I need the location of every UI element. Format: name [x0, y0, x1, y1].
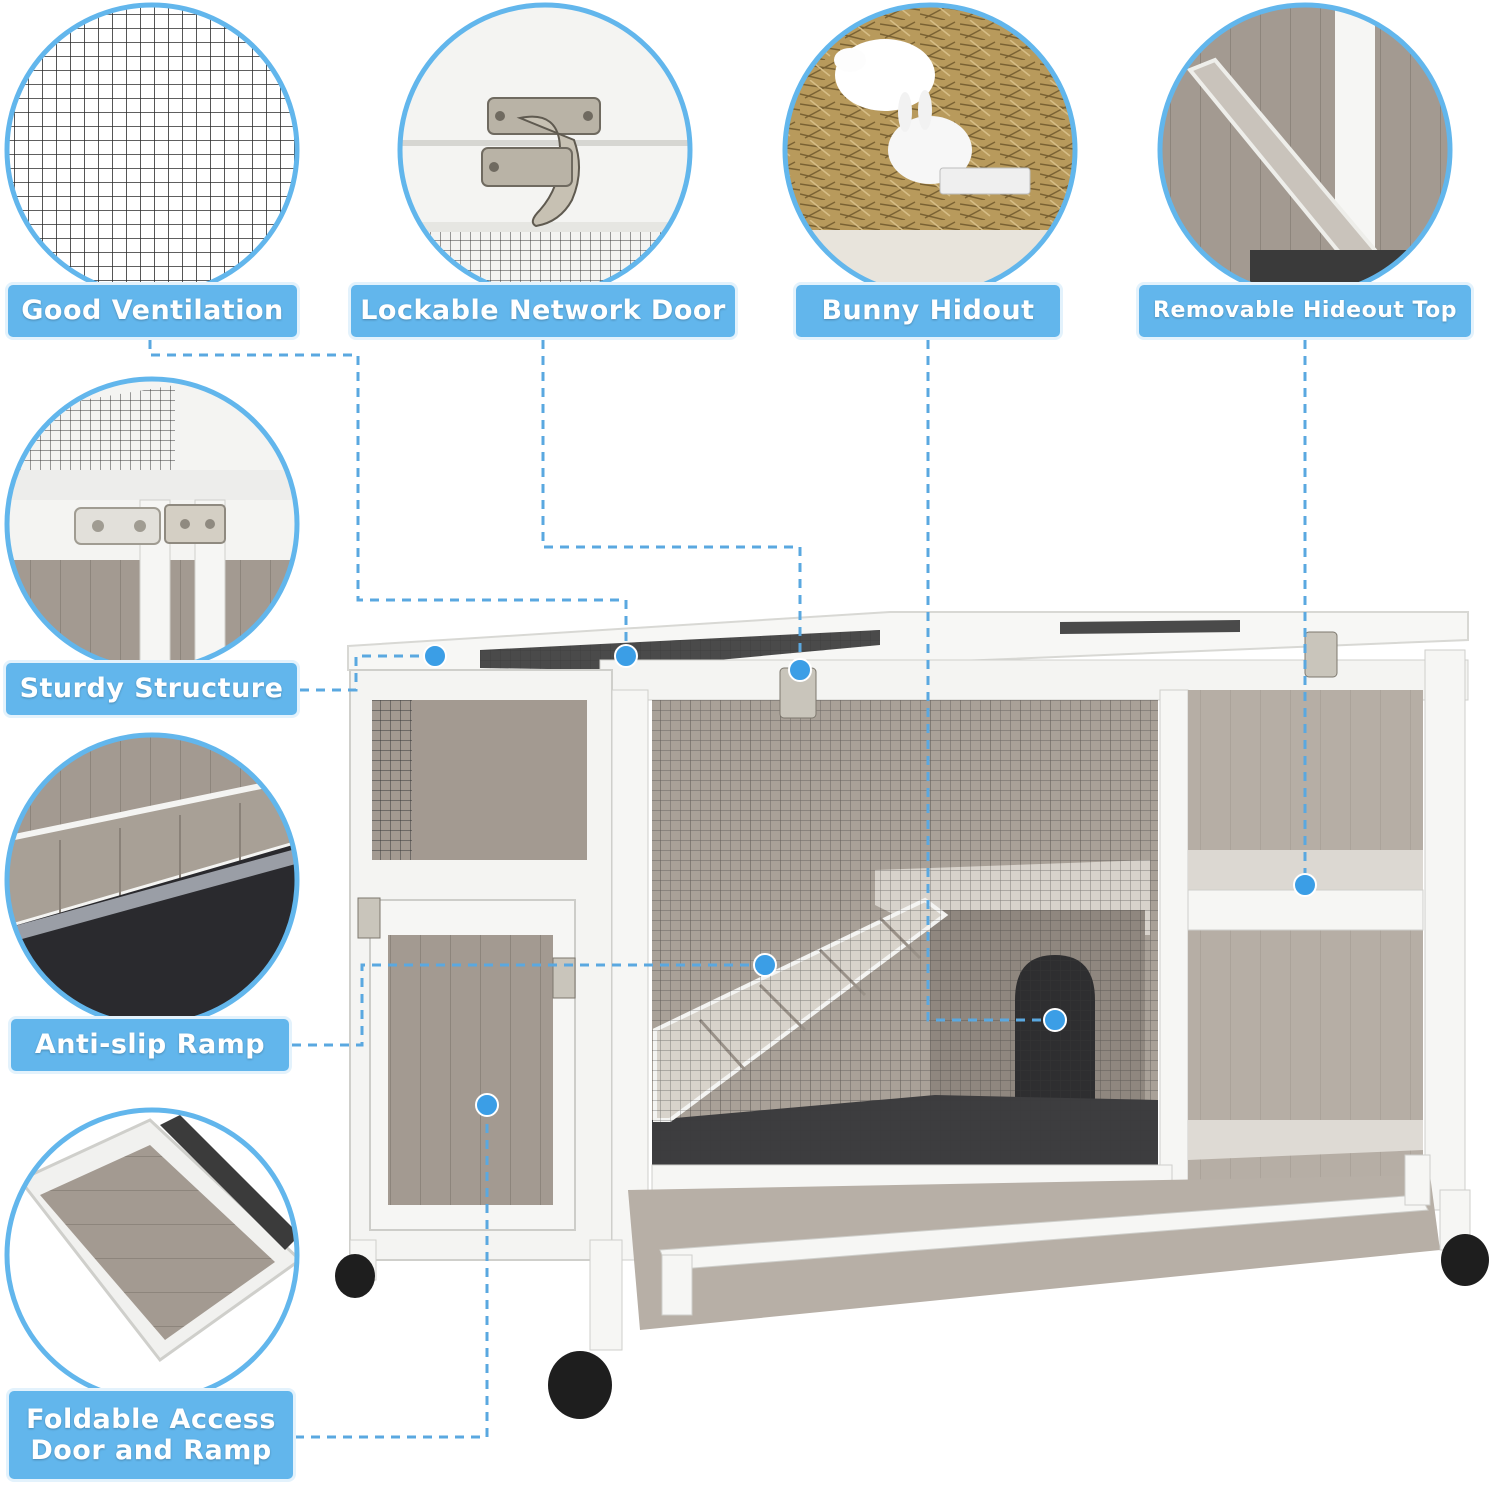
side-access-door [369, 899, 576, 1231]
bunny-hideout-detail-image [782, 2, 1078, 298]
sturdy-endpoint-dot [423, 644, 447, 668]
leader-endpoints [423, 644, 1317, 1117]
ventilation-endpoint-dot [614, 644, 638, 668]
label-bunny-hidout-text: Bunny Hidout [821, 295, 1035, 327]
latch-detail-image [397, 2, 693, 298]
bunny-hideout-endpoint-dot [1043, 1008, 1067, 1032]
hinge-icon [74, 504, 226, 545]
label-foldable-line2: Door and Ramp [30, 1435, 272, 1466]
anti-slip-endpoint-dot [753, 953, 777, 977]
ventilation-detail-image [4, 2, 300, 298]
label-foldable-access-door: Foldable Access Door and Ramp [6, 1388, 296, 1482]
sturdy-leader-line [300, 654, 435, 692]
lockable-door-leader-line [541, 340, 802, 670]
anti-slip-ramp-detail-image [4, 732, 300, 1028]
label-sturdy-structure-text: Sturdy Structure [19, 673, 284, 705]
label-anti-slip-ramp: Anti-slip Ramp [8, 1016, 292, 1074]
foldable-door-detail-image [4, 1107, 300, 1403]
label-bunny-hidout: Bunny Hidout [793, 282, 1063, 340]
label-good-ventilation-text: Good Ventilation [21, 295, 284, 327]
latch-hasp-icon [481, 97, 601, 228]
label-good-ventilation: Good Ventilation [5, 282, 300, 340]
anti-slip-leader-line [292, 963, 765, 1047]
sturdy-structure-detail-image [4, 376, 300, 672]
bunny-hideout-leader-line [926, 340, 1055, 1022]
caster-wheel-icon [335, 1234, 1489, 1419]
label-removable-hideout-top: Removable Hideout Top [1136, 282, 1474, 340]
rabbit-hutch-illustration [335, 611, 1489, 1419]
foldable-leader-line [295, 1105, 489, 1439]
label-anti-slip-ramp-text: Anti-slip Ramp [34, 1029, 266, 1061]
removable-top-detail-image [1157, 2, 1453, 298]
removable-top-endpoint-dot [1293, 873, 1317, 897]
rabbit-icon [834, 39, 972, 184]
label-lockable-network-door: Lockable Network Door [348, 282, 738, 340]
label-lockable-network-door-text: Lockable Network Door [360, 295, 726, 327]
leader-lines [148, 340, 1307, 1439]
label-removable-hideout-top-text: Removable Hideout Top [1153, 298, 1457, 324]
lockable-door-endpoint-dot [788, 658, 812, 682]
label-foldable-line1: Foldable Access [26, 1403, 276, 1435]
label-sturdy-structure: Sturdy Structure [3, 660, 300, 718]
foldable-endpoint-dot [475, 1093, 499, 1117]
